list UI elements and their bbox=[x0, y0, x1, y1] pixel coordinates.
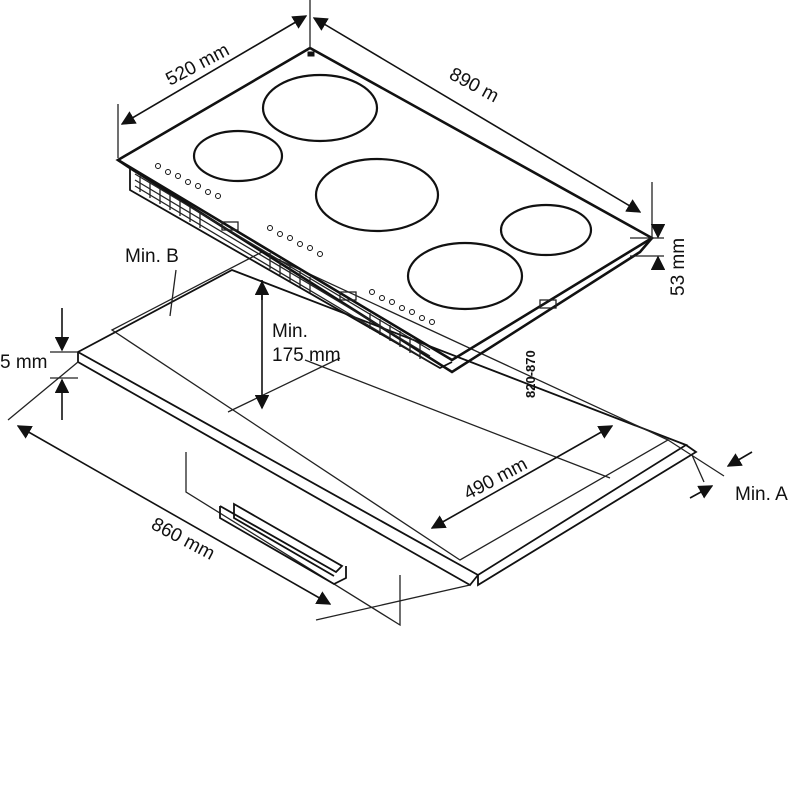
cooking-zone-rear-left bbox=[261, 73, 379, 143]
label-cutout-depth: 490 mm bbox=[460, 454, 530, 505]
dim-min-b: Min. B bbox=[125, 246, 179, 317]
hob-vents bbox=[134, 173, 557, 363]
label-min-b: Min. B bbox=[125, 246, 179, 267]
label-min-height-1: Min. bbox=[272, 321, 308, 342]
cooking-zone-front-left bbox=[192, 129, 284, 183]
drawer-handle bbox=[219, 502, 347, 586]
dim-cutout-width: 860 mm bbox=[7, 361, 471, 621]
dim-cutout-depth: 490 mm bbox=[430, 425, 614, 529]
label-height-hob: 53 mm bbox=[668, 238, 689, 296]
cooking-zone-front-right bbox=[406, 241, 524, 311]
label-min-height-2: 175 mm bbox=[272, 345, 341, 366]
dim-min-a: Min. A bbox=[667, 439, 788, 505]
cabinet-front bbox=[185, 452, 401, 627]
dim-min-height: Min. 175 mm bbox=[254, 280, 341, 410]
label-cutout-range: 820-870 bbox=[523, 350, 538, 398]
dim-cutout-range: 820-870 bbox=[523, 350, 538, 398]
label-worktop-thickness: 5 mm bbox=[0, 352, 48, 373]
hob bbox=[115, 46, 655, 374]
touch-controls bbox=[155, 51, 435, 325]
cooking-zone-rear-right bbox=[499, 203, 593, 257]
label-cutout-width: 860 mm bbox=[148, 514, 218, 565]
dim-height-hob: 53 mm bbox=[630, 224, 689, 296]
label-min-a: Min. A bbox=[735, 484, 788, 505]
dim-worktop-thickness: 5 mm bbox=[0, 308, 78, 420]
worktop bbox=[76, 251, 698, 587]
cooking-zone-center bbox=[314, 157, 440, 233]
